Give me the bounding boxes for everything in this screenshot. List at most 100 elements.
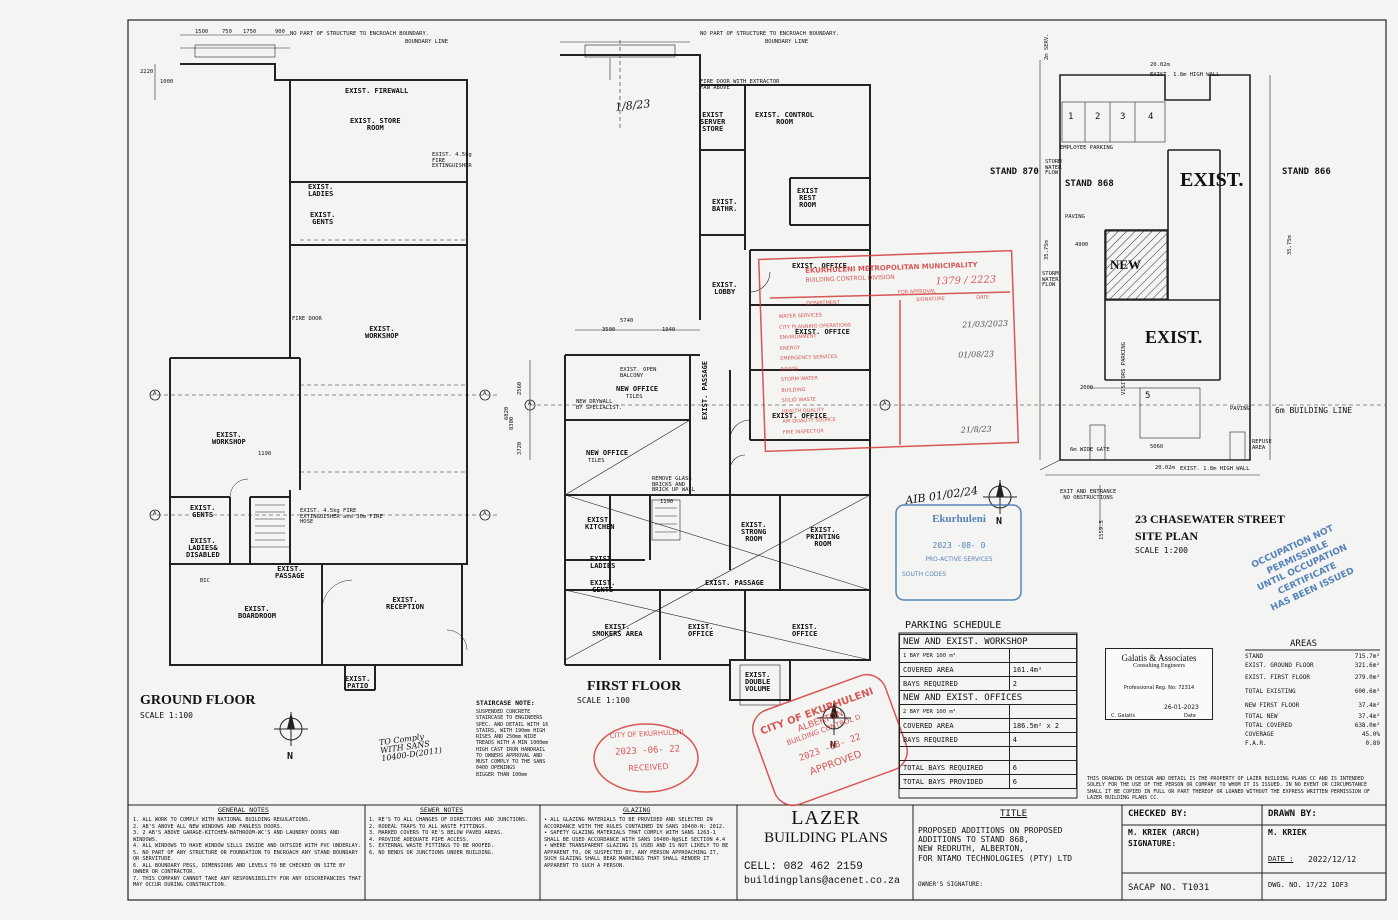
site-paving: PAVING xyxy=(1065,214,1085,220)
areas-label: EXIST. FIRST FLOOR xyxy=(1245,673,1311,681)
parking-bay: 2 xyxy=(1095,112,1101,122)
engineer-date-label: Date xyxy=(1184,713,1196,719)
site-dim-depth: 35.75m xyxy=(1044,240,1050,260)
ps-cell xyxy=(1008,648,1078,663)
proactive-services: PRO-ACTIVE SERVICES xyxy=(925,556,993,563)
stamp-department-item: FIRE INSPECTOR xyxy=(782,427,824,436)
north-label: N xyxy=(287,751,294,762)
company-email: buildingplans@acenet.co.za xyxy=(744,876,901,887)
ff-tiles2: TILES xyxy=(588,458,605,464)
ps-offices-heading: NEW AND EXIST. OFFICES xyxy=(899,690,1077,705)
areas-value: 37.4m² xyxy=(1358,713,1380,720)
gf-workshop-left: EXIST. WORKSHOP xyxy=(212,431,246,446)
ps-cell xyxy=(1008,704,1078,719)
grid-marker: A xyxy=(483,391,487,397)
company-block: LAZER BUILDING PLANS CELL: 082 462 2159 … xyxy=(740,805,912,900)
ff-drywall-note: NEW DRYWALL BY SPECIALIST. xyxy=(576,399,623,411)
site-paving: PAVING xyxy=(1230,406,1250,412)
received-stamp: CITY OF EKURHULENI 2023 -06- 22 RECEIVED xyxy=(596,725,699,790)
company-cell: CELL: 082 462 2159 xyxy=(744,861,863,873)
site-dim: 2000 xyxy=(1080,385,1094,391)
grid-marker: A xyxy=(153,511,157,517)
site-visitors: VISITORS PARKING xyxy=(1121,342,1127,395)
ff-printing-room: EXIST. PRINTING ROOM xyxy=(806,526,840,548)
ff-tiles1: TILES xyxy=(626,394,643,400)
staircase-note-title: STAIRCASE NOTE: xyxy=(476,699,535,707)
areas-label: TOTAL NEW xyxy=(1245,713,1278,720)
ff-server-store: EXIST SERVER STORE xyxy=(700,111,726,133)
title-label: TITLE xyxy=(1000,809,1028,819)
company-name: LAZER xyxy=(791,807,861,829)
site-stand-868: STAND 868 xyxy=(1065,179,1114,189)
site-stand-866: STAND 866 xyxy=(1282,167,1331,177)
proactive-south-codes: SOUTH CODES xyxy=(902,571,947,578)
proactive-stamp: Ekurhuleni 2023 -08- 0 PRO-ACTIVE SERVIC… xyxy=(898,507,1020,599)
gf-dim: 1000 xyxy=(160,79,174,85)
stamp-plan-no: 1379 / 2223 xyxy=(935,274,997,288)
staircase-note-text: SUSPENDED CONCRETE STAIRCASE TO ENGINEER… xyxy=(476,709,549,778)
ff-dim: 8300 xyxy=(509,416,515,430)
parking-schedule-table: NEW AND EXIST. WORKSHOP 1 BAY PER 100 m²… xyxy=(899,634,1078,789)
date-value: 2022/12/12 xyxy=(1308,855,1357,864)
date-label: DATE : xyxy=(1268,855,1294,863)
areas-label: COVERAGE xyxy=(1245,731,1274,738)
gf-dim: 2220 xyxy=(140,69,154,75)
gf-gents: EXIST. GENTS xyxy=(310,211,336,226)
ff-dim: 3720 xyxy=(517,441,523,455)
ff-new-office2: NEW OFFICE xyxy=(586,449,629,457)
parking-bay: 4 xyxy=(1148,112,1154,122)
received-label: RECEIVED xyxy=(628,761,669,774)
ps-cell: 161.4m² xyxy=(1008,662,1078,677)
site-wall-bottom: EXIST. 1.8m HIGH WALL xyxy=(1180,466,1250,472)
ff-office2: EXIST. OFFICE xyxy=(795,328,850,336)
gf-firewall-label: EXIST. FIREWALL xyxy=(345,87,409,95)
ps-cell: 6 xyxy=(1008,760,1078,775)
ff-control-room: EXIST. CONTROL ROOM xyxy=(755,111,815,126)
drawn-name: M. KRIEK xyxy=(1268,828,1307,837)
stamp-sig-header: SIGNATURE xyxy=(916,296,945,304)
engineer-date: 26-01-2023 xyxy=(1164,704,1199,711)
sacap-number: SACAP NO. T1031 xyxy=(1128,883,1210,893)
checked-label: CHECKED BY: xyxy=(1128,809,1188,819)
gf-ladies: EXIST. LADIES xyxy=(308,183,334,198)
ff-lobby: EXIST. LOBBY xyxy=(712,281,738,296)
ff-office5: EXIST. OFFICE xyxy=(792,623,818,638)
stamp-date-header: DATE xyxy=(976,294,990,301)
site-dim-top: 20.02m xyxy=(1150,62,1170,68)
areas-value: 279.0m² xyxy=(1354,673,1380,681)
handwritten-initials: 1/8/23 xyxy=(614,97,651,114)
areas-row: F.A.R.0.89 xyxy=(1245,739,1380,748)
ff-smokers-area: EXIST. SMOKERS AREA xyxy=(592,623,643,638)
ff-bathroom: EXIST. BATHR. xyxy=(712,198,738,213)
site-dim: 4900 xyxy=(1075,242,1089,248)
gf-fire-hose: EXIST. 4.5kg FIRE EXTINGUISHER and 30m F… xyxy=(300,508,383,525)
received-city: CITY OF EKURHULENI xyxy=(609,728,685,740)
ff-remove-glass: REMOVE GLASS BRICKS AND BRICK UP WALL xyxy=(652,476,696,493)
ff-dim: 2560 xyxy=(517,381,523,395)
ps-cell: BAYS REQUIRED xyxy=(899,732,1010,747)
site-new: NEW xyxy=(1110,257,1142,272)
areas-row: COVERAGE 45.0% xyxy=(1245,730,1380,739)
proactive-date: 2023 -08- 0 xyxy=(932,541,986,550)
parking-bay: 3 xyxy=(1120,112,1126,122)
received-date: 2023 -06- 22 xyxy=(614,744,681,758)
proactive-title: Ekurhuleni xyxy=(932,513,986,525)
ff-double-volume: EXIST. DOUBLE VOLUME xyxy=(745,671,771,693)
ps-cell: 2 BAY PER 100 m² xyxy=(899,704,1010,719)
ps-cell: 4 xyxy=(1008,732,1078,747)
site-wall-top: EXIST. 1.8m HIGH WALL xyxy=(1150,72,1220,78)
owner-signature-label: OWNER'S SIGNATURE: xyxy=(918,881,984,888)
glazing-title: GLAZING xyxy=(623,806,651,814)
areas-value: 45.0% xyxy=(1361,731,1380,738)
grid-marker: A xyxy=(528,401,532,407)
ff-scale: SCALE 1:100 xyxy=(577,696,630,705)
parking-bay: 5 xyxy=(1145,391,1151,401)
ff-gents: EXIST. GENTS xyxy=(590,579,616,594)
stamp-date-3: 21/8/23 xyxy=(960,424,992,435)
north-label: N xyxy=(996,516,1003,527)
engineer-sub: Consulting Engineers xyxy=(1133,663,1185,669)
ff-strong-room: EXIST. STRONG ROOM xyxy=(741,521,767,543)
